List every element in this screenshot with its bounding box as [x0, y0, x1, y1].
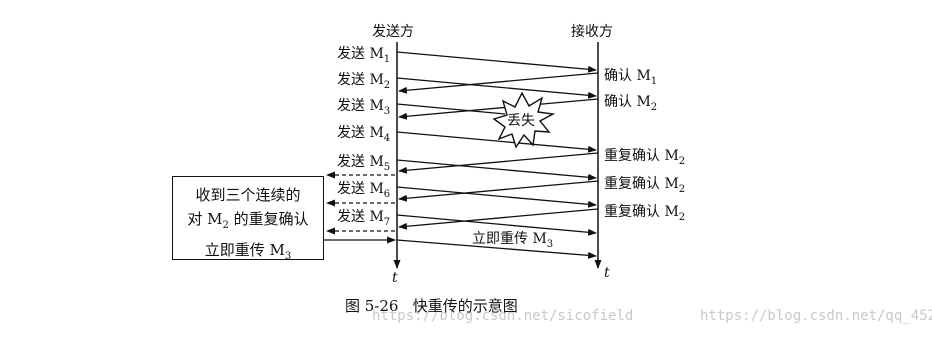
- send-label-4: 发送 M4: [337, 125, 390, 144]
- svg-text:发送 M1: 发送 M1: [337, 46, 390, 65]
- svg-text:发送 M6: 发送 M6: [337, 181, 390, 200]
- svg-text:重复确认 M2: 重复确认 M2: [604, 175, 685, 195]
- retransmit-m3-arrow: [396, 239, 597, 259]
- svg-text:发送 M3: 发送 M3: [337, 98, 390, 117]
- svg-text:重复确认 M2: 重复确认 M2: [604, 147, 685, 167]
- send-label-1: 发送 M1: [337, 46, 390, 65]
- watermark-text-2: https://blog.csdn.net/qq_45206551: [700, 308, 932, 324]
- note-box: 收到三个连续的 对 M2 的重复确认 立即重传 M3: [172, 176, 324, 262]
- svg-text:重复确认 M2: 重复确认 M2: [604, 203, 685, 223]
- lost-burst-icon: [492, 91, 556, 149]
- receiver-title: 接收方: [571, 23, 613, 40]
- segment-m6-arrow: [396, 186, 597, 208]
- note-line-1: 收到三个连续的: [195, 186, 301, 204]
- send-label-5: 发送 M5: [337, 154, 390, 173]
- ack-m1-arrow: [398, 72, 599, 94]
- svg-text:发送 M7: 发送 M7: [337, 209, 390, 228]
- segment-m5-arrow: [396, 159, 597, 181]
- svg-text:确认 M2: 确认 M2: [604, 94, 657, 113]
- segment-m1-arrow: [396, 51, 597, 73]
- ack-label-5: 重复确认 M2: [604, 203, 685, 223]
- ack-m2-arrow: [398, 98, 599, 120]
- send-label-2: 发送 M2: [337, 72, 390, 91]
- ack-label-4: 重复确认 M2: [604, 175, 685, 195]
- retransmit-label: 立即重传 M3: [472, 231, 553, 250]
- svg-text:确认 M1: 确认 M1: [604, 68, 657, 87]
- watermark-text: https://blog.csdn.net/sicofield: [372, 308, 633, 324]
- lost-label: 丢失: [507, 113, 535, 129]
- svg-text:发送 M2: 发送 M2: [337, 72, 390, 91]
- dup-ack-1-arrow: [398, 152, 599, 174]
- ack-label-3: 重复确认 M2: [604, 147, 685, 167]
- segment-m7-arrow: [396, 214, 597, 236]
- receiver-time-label: t: [604, 265, 610, 281]
- send-label-6: 发送 M6: [337, 181, 390, 200]
- ack-label-1: 确认 M1: [604, 68, 657, 87]
- segment-m3-lost-line: [396, 103, 506, 115]
- send-label-7: 发送 M7: [337, 209, 390, 228]
- svg-text:发送 M5: 发送 M5: [337, 154, 390, 173]
- note-line-3: 立即重传 M3: [204, 241, 292, 262]
- svg-text:发送 M4: 发送 M4: [337, 125, 390, 144]
- ack-label-2: 确认 M2: [604, 94, 657, 113]
- svg-text:立即重传 M3: 立即重传 M3: [472, 231, 553, 250]
- dup-ack-3-arrow: [398, 208, 599, 230]
- segment-m2-arrow: [396, 77, 597, 99]
- note-line-2: 对 M2 的重复确认: [187, 210, 309, 231]
- send-label-3: 发送 M3: [337, 98, 390, 117]
- segment-m4-arrow: [396, 131, 597, 153]
- figure-caption: 图 5-26 快重传的示意图: [345, 297, 518, 315]
- sender-title: 发送方: [372, 24, 414, 40]
- sender-time-label: t: [392, 270, 398, 286]
- dup-ack-2-arrow: [398, 180, 599, 202]
